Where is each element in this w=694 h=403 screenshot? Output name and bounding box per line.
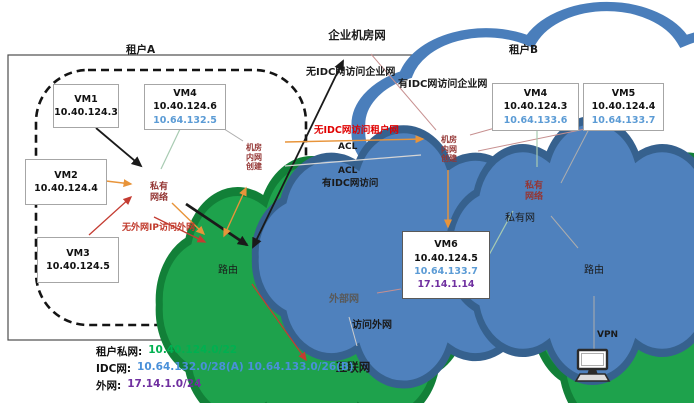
tenant-a-vm1-box: VM1 10.40.124.3: [53, 84, 119, 128]
annotation-acl-bottom: ACL: [338, 166, 358, 176]
tenant-a-vm2-box: VM2 10.40.124.4: [25, 159, 107, 205]
vm-idc-ip: 10.64.133.7: [591, 114, 656, 126]
cloud-shapes: [158, 5, 694, 403]
vpn-pc-icon: [574, 348, 611, 382]
tenant-b-vm5-box: VM5 10.40.124.4 10.64.133.7: [583, 83, 664, 131]
annotation-no-idc-to-tenant: 无IDC网访问租户网: [314, 125, 399, 136]
legend-external-net: 外网: 17.14.1.0/24: [96, 378, 201, 393]
annotation-with-idc-access: 有IDC网访问: [322, 178, 379, 189]
tenant-a-private-cloud-label: 私有网络: [149, 182, 168, 203]
legend-label: IDC网:: [96, 363, 132, 375]
tenant-b-idc-cloud-label: 机房内网创建: [441, 135, 457, 164]
vm-name: VM3: [66, 247, 90, 259]
vm-name: VM4: [523, 88, 548, 100]
tenant-a-vm3-box: VM3 10.40.124.5: [37, 237, 119, 283]
vm-idc-ip: 10.64.133.6: [503, 114, 568, 126]
vm-name: VM1: [74, 93, 98, 105]
vm-private-ip: 10.40.124.5: [46, 261, 110, 272]
annotation-vpn: VPN: [597, 330, 619, 340]
annotation-no-idc-to-enterprise: 无IDC网访问企业网: [306, 67, 396, 78]
tenant-a-label: 租户A: [126, 44, 156, 56]
vm-idc-ip: 10.64.132.5: [153, 114, 217, 126]
connector-lines: [88, 53, 595, 362]
vm-name: VM2: [54, 169, 78, 181]
vm-idc-ip: 10.64.133.7: [414, 266, 478, 277]
tenant-b-vm6-box: VM6 10.40.124.5 10.64.133.7 17.14.1.14: [402, 231, 490, 299]
tenant-b-router-label: 路由: [584, 265, 604, 276]
tenant-a-vm4-box: VM4 10.40.124.6 10.64.132.5: [144, 84, 226, 130]
tenant-b-label: 租户B: [509, 44, 539, 56]
vm-private-ip: 10.40.124.4: [34, 183, 98, 194]
annotation-access-internet: 访问外网: [352, 320, 392, 331]
legend-label: 租户私网:: [96, 346, 143, 358]
vm-private-ip: 10.40.124.5: [414, 252, 478, 264]
annotation-with-idc-to-enterprise: 有IDC网访问企业网: [398, 79, 488, 90]
tenant-a-router-label: 路由: [218, 265, 238, 276]
tenant-b-private-cloud-label: 私有网络: [524, 181, 543, 202]
annotation-no-public-ip: 无外网IP访问外网: [122, 223, 195, 233]
annotation-private-net: 私有网: [505, 213, 535, 224]
vm-name: VM4: [173, 88, 197, 100]
vm-private-ip: 10.40.124.4: [591, 101, 656, 113]
vm-name: VM5: [611, 88, 636, 100]
vm-external-ip: 17.14.1.14: [417, 279, 475, 291]
vm-name: VM6: [434, 239, 458, 251]
tenant-a-idc-cloud-label: 机房内网创建: [246, 143, 262, 172]
tenant-b-vm4-box: VM4 10.40.124.3 10.64.133.6: [492, 83, 579, 131]
legend-idc-net: IDC网: 10.64.132.0/28(A) 10.64.133.0/26(B…: [96, 361, 354, 376]
external-cloud-label: 外部网: [329, 294, 359, 305]
legend-value: 17.14.1.0/24: [127, 378, 202, 390]
enterprise-cloud-label: 企业机房网: [328, 28, 386, 42]
legend-value: 10.40.124.0/22: [148, 344, 238, 356]
vm-private-ip: 10.40.124.3: [503, 101, 568, 113]
legend-label: 外网:: [96, 380, 122, 392]
vm-private-ip: 10.40.124.6: [153, 101, 217, 113]
vm-private-ip: 10.40.124.3: [54, 107, 118, 118]
internet-cloud-label: 互联网: [335, 360, 371, 374]
legend-tenant-private: 租户私网: 10.40.124.0/22: [96, 344, 237, 359]
legend-value: 10.64.132.0/28(A) 10.64.133.0/26(B): [137, 361, 354, 373]
annotation-acl-top: ACL: [338, 142, 358, 152]
